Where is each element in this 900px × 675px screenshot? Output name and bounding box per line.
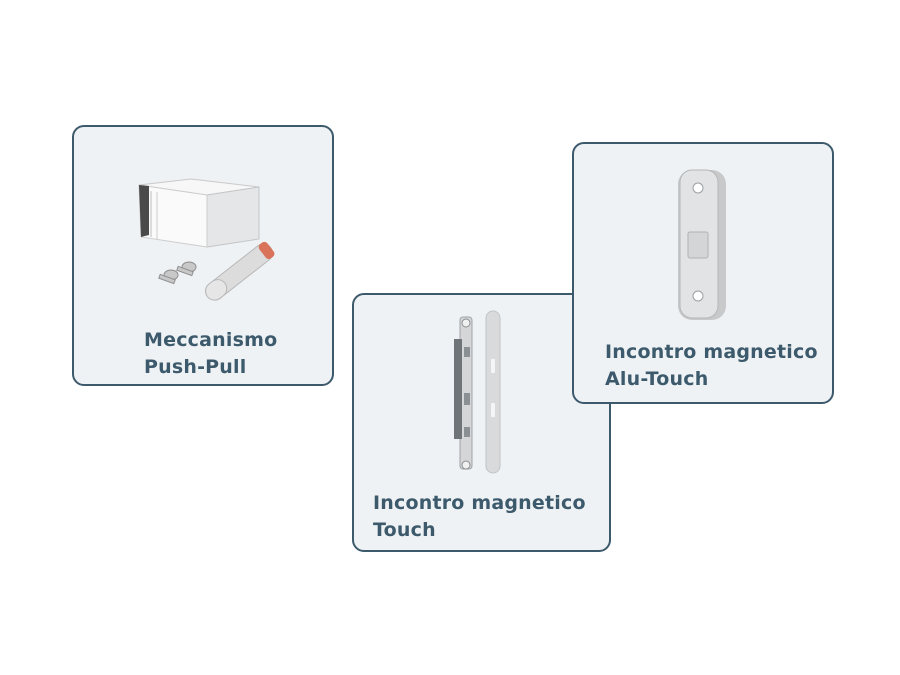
product-card-alu-touch[interactable]: Incontro magnetico Alu-Touch	[572, 142, 834, 404]
card-label-line2: Alu-Touch	[605, 368, 709, 390]
card-label: Incontro magnetico Alu-Touch	[605, 339, 818, 393]
card-label-line1: Meccanismo	[144, 329, 278, 351]
card-label-line2: Touch	[373, 519, 436, 541]
push-pull-mechanism-image	[138, 178, 275, 301]
product-card-push-pull[interactable]: Meccanismo Push-Pull	[72, 125, 334, 386]
card-label: Incontro magnetico Touch	[373, 490, 586, 544]
card-label-line2: Push-Pull	[144, 356, 247, 378]
card-label-line1: Incontro magnetico	[605, 341, 818, 363]
magnetic-alu-touch-strike-image	[678, 169, 726, 320]
magnetic-touch-strike-image	[454, 310, 501, 474]
card-label-line1: Incontro magnetico	[373, 492, 586, 514]
product-card-touch[interactable]: Incontro magnetico Touch	[352, 293, 611, 552]
card-label: Meccanismo Push-Pull	[144, 327, 277, 381]
